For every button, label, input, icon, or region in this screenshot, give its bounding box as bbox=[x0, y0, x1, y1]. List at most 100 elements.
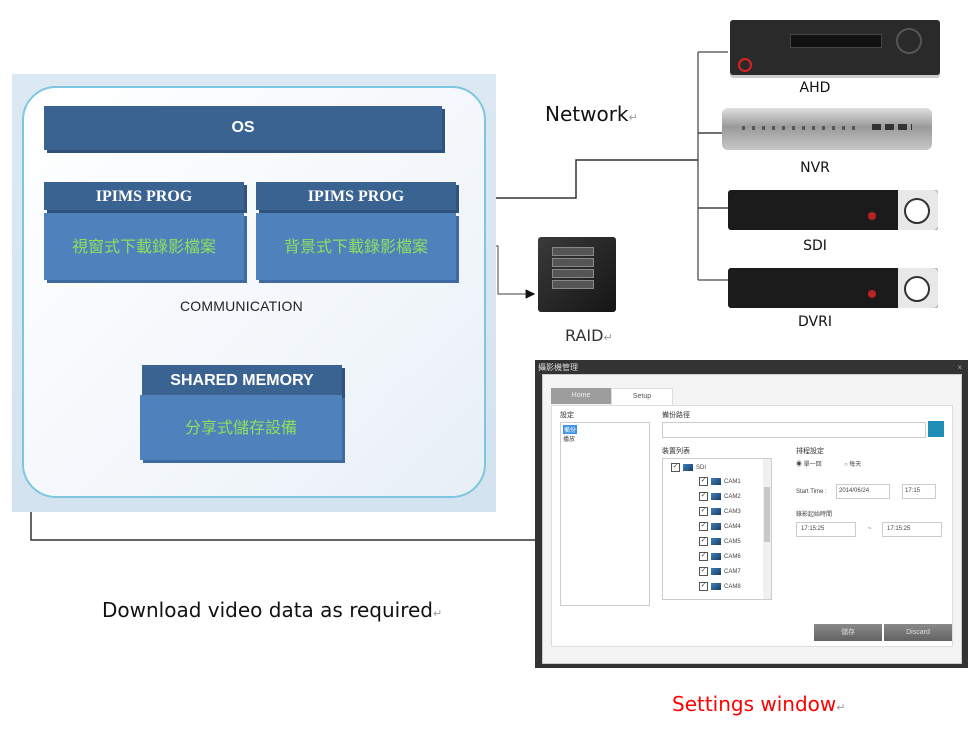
record-icon bbox=[868, 290, 876, 298]
device-tree: ✓ SDI ✓ CAM1 ✓ CAM2 ✓ CAM3 ✓CAM4 ✓ CAM5 ✓ CAM6… bbox=[662, 458, 772, 600]
tab-setup[interactable]: Setup bbox=[611, 388, 673, 405]
shared-memory-title: SHARED MEMORY bbox=[142, 365, 342, 395]
shared-memory-subtitle: 分享式儲存設備 bbox=[140, 395, 342, 460]
discard-button[interactable]: Discard bbox=[884, 624, 952, 641]
sdi-device-image bbox=[728, 190, 938, 230]
record-icon bbox=[868, 212, 876, 220]
checkbox-checked-icon[interactable]: ✓ bbox=[699, 536, 708, 546]
usb-ports-icon bbox=[872, 124, 912, 130]
cam-label: CAM3 bbox=[724, 509, 741, 515]
tree-item-cam[interactable]: ✓ CAM2 bbox=[699, 490, 741, 504]
backup-path-input[interactable] bbox=[662, 422, 926, 438]
camera-icon bbox=[711, 582, 721, 590]
raid-label: RAID↵ bbox=[565, 326, 613, 345]
scrollbar-thumb[interactable] bbox=[764, 487, 770, 542]
nvr-device-image bbox=[722, 108, 932, 150]
settings-item-playback[interactable]: 播放 bbox=[563, 437, 576, 443]
cam-label: CAM5 bbox=[724, 539, 741, 545]
tree-root-sdi[interactable]: ✓ SDI bbox=[671, 461, 706, 475]
device-label-dvr: DVRI bbox=[798, 314, 832, 330]
tree-item-cam[interactable]: ✓CAM4 bbox=[699, 520, 741, 534]
ipims-prog-left-subtitle: 視窗式下載錄影檔案 bbox=[44, 213, 244, 280]
download-text: Download video data as required bbox=[102, 598, 433, 622]
tab-home[interactable]: Home bbox=[551, 388, 611, 404]
radio-daily-label: 每天 bbox=[849, 462, 862, 468]
cam-label: CAM6 bbox=[724, 554, 741, 560]
pilcrow-mark: ↵ bbox=[603, 331, 613, 344]
device-label-ahd: AHD bbox=[799, 80, 831, 96]
close-icon[interactable]: × bbox=[957, 363, 962, 372]
settings-window-caption: Settings window↵ bbox=[672, 692, 846, 716]
start-time-spinner[interactable]: 17:15 bbox=[902, 484, 936, 499]
camera-icon bbox=[711, 552, 721, 560]
tree-item-cam[interactable]: ✓ CAM3 bbox=[699, 505, 741, 519]
ahd-display bbox=[790, 34, 882, 48]
window-body: Home Setup 設定 備份 播放 備份路徑 裝置列表 ✓ SDI ✓ CAM1… bbox=[542, 374, 962, 664]
camera-icon bbox=[711, 537, 721, 545]
schedule-title: 排程設定 bbox=[796, 448, 824, 455]
tree-item-cam[interactable]: ✓ CAM5 bbox=[699, 535, 741, 549]
jog-knob-icon bbox=[904, 276, 930, 302]
settings-item-backup[interactable]: 備份 bbox=[563, 425, 578, 434]
network-label: Network↵ bbox=[545, 102, 638, 126]
camera-icon bbox=[711, 477, 721, 485]
radio-daily[interactable]: ○ 每天 bbox=[844, 462, 862, 468]
cam-label: CAM1 bbox=[724, 479, 741, 485]
download-label: Download video data as required↵ bbox=[102, 598, 442, 622]
ipims-prog-right-subtitle: 背景式下載錄影檔案 bbox=[256, 213, 456, 280]
tree-scrollbar[interactable] bbox=[763, 459, 771, 599]
communication-label: COMMUNICATION bbox=[180, 298, 303, 314]
ipims-prog-left-title: IPIMS PROG bbox=[44, 182, 244, 210]
range-separator: ~ bbox=[868, 526, 872, 532]
pilcrow-mark: ↵ bbox=[433, 607, 443, 620]
range-to-spinner[interactable]: 17:15:25 bbox=[882, 522, 942, 537]
camera-icon bbox=[711, 522, 721, 530]
device-label-sdi: SDI bbox=[803, 238, 827, 254]
checkbox-checked-icon[interactable]: ✓ bbox=[699, 581, 708, 591]
dvr-icon bbox=[683, 463, 693, 471]
checkbox-checked-icon[interactable]: ✓ bbox=[699, 551, 708, 561]
power-icon bbox=[738, 58, 752, 72]
network-to-prog-arrow bbox=[456, 159, 698, 204]
settings-list: 備份 播放 bbox=[560, 422, 650, 606]
start-date-picker[interactable]: 2014/06/24 bbox=[836, 484, 890, 499]
jog-knob-icon bbox=[904, 198, 930, 224]
device-label-nvr: NVR bbox=[800, 160, 830, 176]
checkbox-checked-icon[interactable]: ✓ bbox=[671, 462, 680, 472]
settings-group-title: 設定 bbox=[560, 412, 574, 419]
checkbox-checked-icon[interactable]: ✓ bbox=[699, 506, 708, 516]
settings-caption-text: Settings window bbox=[672, 692, 837, 716]
device-list-title: 裝置列表 bbox=[662, 448, 690, 455]
radio-once[interactable]: ◉ 單一回 bbox=[796, 462, 822, 468]
cam-label: CAM8 bbox=[724, 584, 741, 590]
range-from-spinner[interactable]: 17:15:25 bbox=[796, 522, 856, 537]
settings-window: 攝影機管理 × Home Setup 設定 備份 播放 備份路徑 裝置列表 ✓ S… bbox=[535, 360, 968, 668]
backup-path-title: 備份路徑 bbox=[662, 412, 690, 419]
checkbox-checked-icon[interactable]: ✓ bbox=[699, 521, 708, 531]
tree-item-cam[interactable]: ✓ CAM6 bbox=[699, 550, 741, 564]
folder-browse-icon[interactable] bbox=[928, 421, 944, 437]
range-label: 錄影起始時間 bbox=[796, 512, 833, 518]
checkbox-checked-icon[interactable]: ✓ bbox=[699, 476, 708, 486]
pilcrow-mark: ↵ bbox=[628, 111, 638, 124]
tree-item-cam[interactable]: ✓ CAM1 bbox=[699, 475, 741, 489]
window-title: 攝影機管理 bbox=[538, 363, 578, 372]
pilcrow-mark: ↵ bbox=[836, 701, 846, 714]
tab-content: 設定 備份 播放 備份路徑 裝置列表 ✓SDI ✓CAM1 ✓CAM2 ✓CAM… bbox=[551, 405, 953, 647]
knob-panel bbox=[898, 190, 938, 230]
jog-dial-icon bbox=[896, 28, 922, 54]
tree-root-label: SDI bbox=[696, 465, 707, 471]
cam-label: CAM2 bbox=[724, 494, 741, 500]
ipims-prog-right-title: IPIMS PROG bbox=[256, 182, 456, 210]
checkbox-checked-icon[interactable]: ✓ bbox=[699, 491, 708, 501]
ahd-device-image bbox=[730, 20, 940, 75]
save-button[interactable]: 儲存 bbox=[814, 624, 882, 641]
tree-item-cam[interactable]: ✓CAM7 bbox=[699, 565, 741, 579]
radio-once-label: 單一回 bbox=[803, 462, 822, 468]
drive-bay bbox=[552, 247, 594, 256]
checkbox-checked-icon[interactable]: ✓ bbox=[699, 566, 708, 576]
tree-item-cam[interactable]: ✓ CAM8 bbox=[699, 580, 741, 594]
raid-device-image bbox=[538, 237, 616, 312]
raid-text: RAID bbox=[565, 326, 604, 345]
os-block: OS bbox=[44, 106, 442, 150]
